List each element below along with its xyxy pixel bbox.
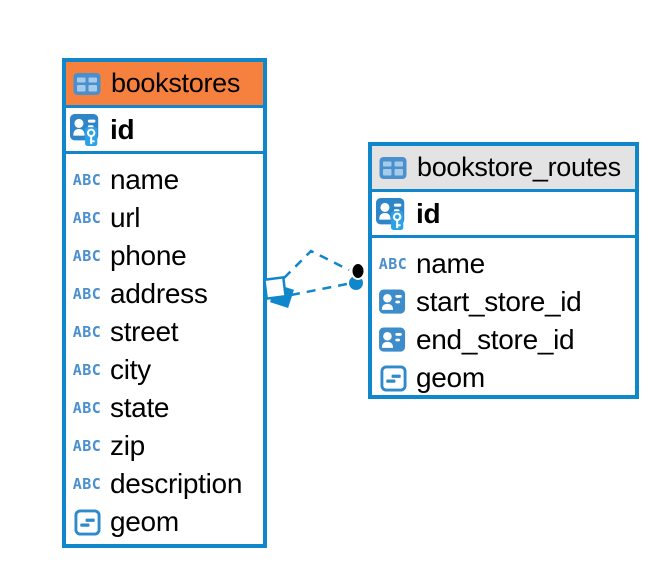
one-end-marker [349,262,366,290]
column-row[interactable]: ABC state [66,389,263,427]
column-row[interactable]: ABC description [66,465,263,503]
column-row[interactable]: geom [372,359,635,397]
foreign-key-type-icon [375,289,411,315]
primary-key-row[interactable]: id [372,192,635,238]
column-row[interactable]: ABC phone [66,237,263,275]
column-row[interactable]: ABC street [66,313,263,351]
table-title: bookstore_routes [417,152,621,182]
primary-key-name: id [416,197,441,229]
column-row[interactable]: ABC zip [66,427,263,465]
text-type-icon: ABC [378,255,408,273]
text-type-icon: ABC [72,209,102,227]
column-row[interactable]: start_store_id [372,283,635,321]
column-name: zip [110,430,145,461]
column-row[interactable]: ABC city [66,351,263,389]
table-icon [379,156,407,180]
column-name: start_store_id [416,286,582,317]
entity-table-bookstores[interactable]: bookstores id ABC name ABC url ABC phone… [62,58,267,548]
column-row[interactable]: end_store_id [372,321,635,359]
primary-key-row[interactable]: id [66,108,263,154]
text-type-icon: ABC [72,323,102,341]
text-type-icon: ABC [72,475,102,493]
geometry-type-icon [69,509,105,536]
entity-table-bookstore-routes[interactable]: bookstore_routes id ABC name start_store… [368,142,639,399]
geometry-type-icon [375,365,411,392]
table-icon [73,72,101,96]
column-row[interactable]: ABC name [372,245,635,283]
column-row[interactable]: geom [66,503,263,541]
column-name: description [110,468,243,499]
column-name: address [110,278,208,309]
column-name: city [110,354,151,385]
column-name: name [110,164,179,195]
relationship-line-upper [283,249,350,279]
table-title: bookstores [111,68,241,98]
relationship-links[interactable] [263,249,366,308]
text-type-icon: ABC [72,247,102,265]
column-name: phone [110,240,187,271]
table-header[interactable]: bookstores [66,62,263,108]
column-name: end_store_id [416,324,575,355]
table-header[interactable]: bookstore_routes [372,146,635,192]
column-row[interactable]: ABC name [66,161,263,199]
column-name: geom [110,506,179,537]
column-name: geom [416,362,485,393]
text-type-icon: ABC [72,399,102,417]
column-name: street [110,316,179,347]
column-name: url [110,202,141,233]
column-row[interactable]: ABC address [66,275,263,313]
text-type-icon: ABC [72,171,102,189]
foreign-key-type-icon [375,327,411,353]
column-list: ABC name start_store_id end_store_id geo… [372,238,635,397]
primary-key-icon [70,113,102,147]
primary-key-name: id [110,113,135,145]
column-name: state [110,392,170,423]
text-type-icon: ABC [72,285,102,303]
column-row[interactable]: ABC url [66,199,263,237]
primary-key-icon [376,197,408,231]
column-name: name [416,248,485,279]
text-type-icon: ABC [72,361,102,379]
text-type-icon: ABC [72,437,102,455]
relationship-line-lower [290,282,348,297]
column-list: ABC name ABC url ABC phone ABC address A… [66,154,263,541]
many-end-marker [263,276,294,308]
